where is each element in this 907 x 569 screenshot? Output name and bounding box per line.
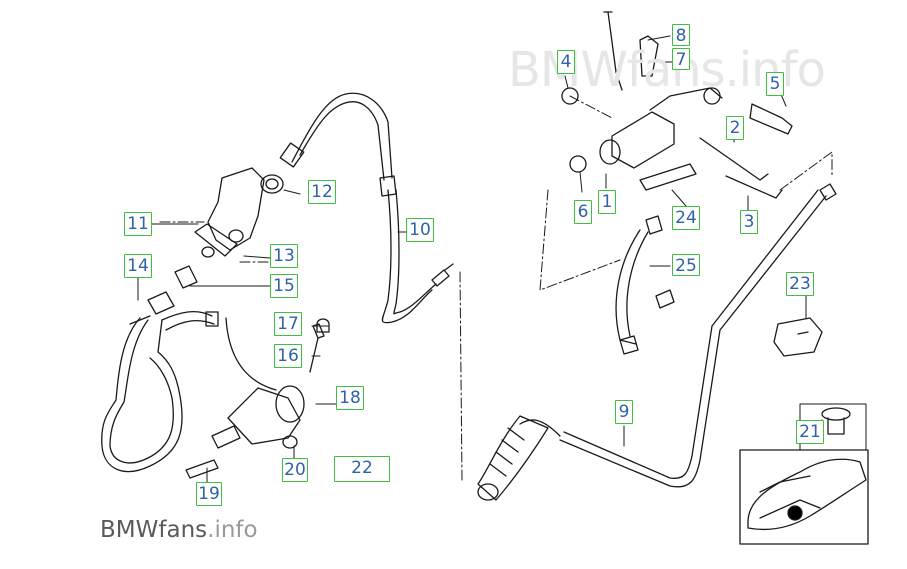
callout-23[interactable]: 23 — [786, 272, 814, 296]
callout-22[interactable]: 22 — [334, 456, 390, 482]
leader-lines — [137, 35, 823, 483]
callout-7[interactable]: 7 — [672, 48, 690, 70]
callout-17[interactable]: 17 — [274, 312, 302, 336]
callout-13[interactable]: 13 — [270, 244, 298, 268]
clutch-pipe-9 — [519, 183, 837, 488]
brand-logo: BMWfans.info — [100, 517, 258, 543]
callout-14[interactable]: 14 — [124, 254, 152, 278]
bushing-23 — [773, 317, 823, 357]
callout-15[interactable]: 15 — [270, 274, 298, 298]
callout-4[interactable]: 4 — [557, 50, 575, 74]
callout-19[interactable]: 19 — [196, 482, 222, 506]
callout-24[interactable]: 24 — [672, 206, 700, 230]
brand-part-info: .info — [207, 517, 258, 543]
clutch-pipe-loop — [101, 310, 219, 473]
callout-18[interactable]: 18 — [336, 386, 364, 410]
callout-8[interactable]: 8 — [672, 24, 690, 46]
callout-5[interactable]: 5 — [766, 72, 784, 96]
callout-21[interactable]: 21 — [796, 420, 824, 444]
corrugated-hose — [477, 415, 549, 501]
brand-part-fans: fans — [158, 517, 208, 543]
brand-part-bmw: BMW — [100, 517, 159, 543]
slave-cylinder-18 — [185, 317, 330, 479]
guide-lines-left — [159, 221, 463, 481]
callout-20[interactable]: 20 — [282, 458, 308, 482]
bracket-11 — [194, 167, 284, 258]
callout-3[interactable]: 3 — [740, 210, 758, 234]
sensor-24-25 — [615, 163, 697, 355]
callout-25[interactable]: 25 — [672, 254, 700, 276]
callout-9[interactable]: 9 — [615, 400, 633, 424]
callout-6[interactable]: 6 — [574, 200, 592, 224]
callout-10[interactable]: 10 — [406, 218, 434, 242]
callout-11[interactable]: 11 — [124, 212, 152, 236]
callout-1[interactable]: 1 — [598, 190, 616, 214]
callout-16[interactable]: 16 — [274, 344, 302, 368]
callout-2[interactable]: 2 — [726, 116, 744, 140]
callout-12[interactable]: 12 — [308, 180, 336, 204]
guide-lines-right — [539, 95, 833, 291]
master-cylinder-assembly — [561, 11, 793, 199]
fitting-14-15 — [129, 265, 198, 325]
clutch-hose-pipe — [279, 92, 454, 324]
